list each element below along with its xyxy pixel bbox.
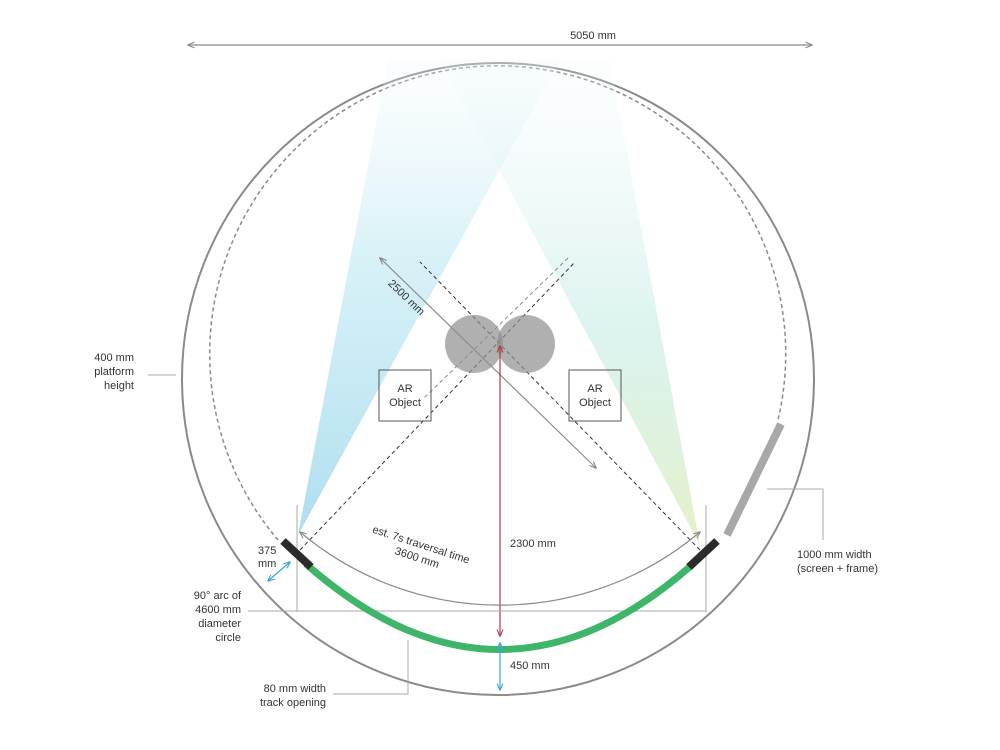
screen-width-leader	[767, 488, 824, 540]
ar-object-right-box	[568, 369, 622, 422]
end-offset-line2: mm	[258, 558, 276, 570]
ar-object-left-line2: Object	[389, 397, 421, 409]
arc-label-line2: 4600 mm	[195, 604, 241, 616]
platform-height-line2: platform	[94, 366, 134, 378]
arc-label-line4: circle	[215, 632, 241, 644]
center-distance-label: 2300 mm	[510, 538, 556, 550]
screen-width-line2: (screen + frame)	[797, 563, 878, 575]
ar-object-left-line1: AR	[397, 383, 412, 395]
traversal-arc	[300, 532, 700, 606]
bottom-gap-label: 450 mm	[510, 660, 550, 672]
viewer-circle-left	[445, 315, 503, 373]
platform-height-line1: 400 mm	[94, 352, 134, 364]
screen-width-line1: 1000 mm width	[797, 549, 872, 561]
end-offset-line1: 375	[258, 545, 276, 557]
ar-object-left-box	[378, 369, 432, 422]
left-sight-line	[299, 261, 576, 551]
ar-object-right-line1: AR	[587, 383, 602, 395]
inner-dashed-circle	[209, 65, 787, 541]
right-track-end	[686, 538, 720, 570]
screen-panel	[723, 422, 785, 537]
right-sight-line	[419, 261, 701, 551]
track-opening-line2: track opening	[260, 697, 326, 709]
viewer-circle-right	[497, 315, 555, 373]
ar-object-right-line2: Object	[579, 397, 611, 409]
arc-label-line3: diameter	[198, 618, 241, 630]
arc-label-line1: 90° arc of	[194, 590, 242, 602]
platform-height-line3: height	[104, 380, 134, 392]
right-projection-beam	[440, 60, 700, 545]
track-opening-leader	[333, 640, 409, 695]
end-offset-dimension	[268, 562, 290, 581]
left-track-end	[280, 538, 314, 570]
track-opening-line1: 80 mm width	[264, 683, 326, 695]
overall-width-label: 5050 mm	[570, 30, 616, 42]
